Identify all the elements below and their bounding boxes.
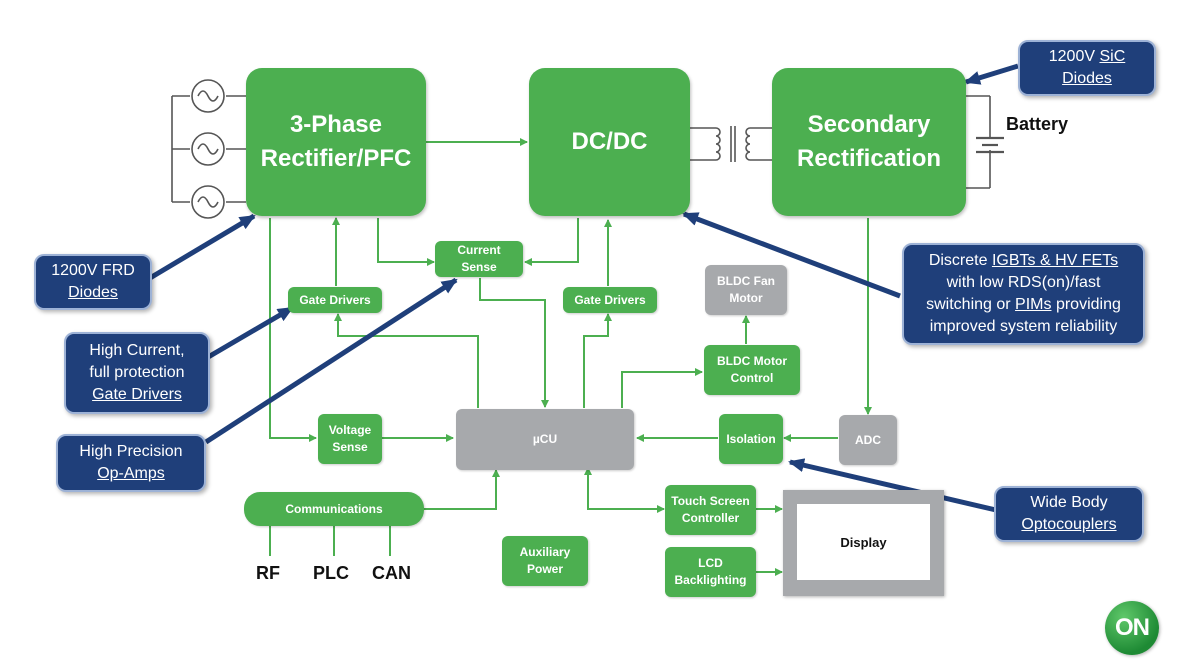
isolation-block: Isolation	[719, 414, 783, 464]
transformer	[690, 126, 772, 162]
on-semiconductor-logo: ON	[1105, 601, 1159, 655]
rf-label: RF	[256, 563, 280, 583]
callout-igbts-hv-fets: Discrete IGBTs & HV FETs with low RDS(on…	[902, 243, 1145, 345]
adc-block: ADC	[839, 415, 897, 465]
battery-symbol	[966, 95, 1004, 189]
gate-drivers-right-block: Gate Drivers	[563, 287, 657, 313]
gate-drivers-left-block: Gate Drivers	[288, 287, 382, 313]
dcdc-block: DC/DC	[529, 68, 690, 216]
battery-label: Battery	[1006, 114, 1069, 134]
communications-block: Communications	[244, 492, 424, 526]
plc-label: PLC	[313, 563, 349, 583]
ac-sources	[171, 79, 246, 219]
display-screen: Display	[797, 504, 930, 580]
callout-optocouplers: Wide Body Optocouplers	[994, 486, 1144, 542]
callout-sic-diodes: 1200V SiC Diodes	[1018, 40, 1156, 96]
callout-op-amps: High Precision Op-Amps	[56, 434, 206, 492]
callout-frd-diodes: 1200V FRD Diodes	[34, 254, 152, 310]
callout-gate-drivers: High Current, full protection Gate Drive…	[64, 332, 210, 414]
mcu-block: µCU	[456, 409, 634, 470]
can-label: CAN	[372, 563, 411, 583]
